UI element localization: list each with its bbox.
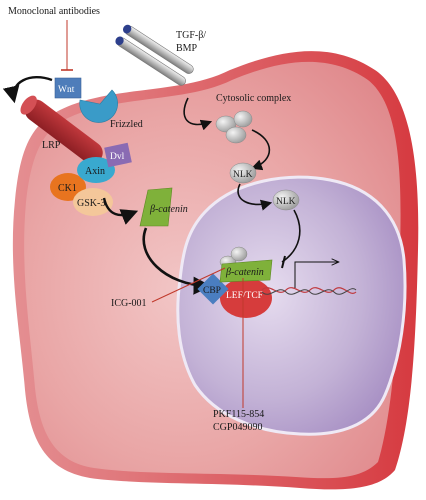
wnt-ligand: Wnt <box>54 77 82 99</box>
beta-catenin-cytoplasm <box>139 187 173 227</box>
destruction-to-catenin-arrow <box>102 197 139 225</box>
lrp-receptor <box>20 95 103 164</box>
lef-tcf-label: LEF/TCF <box>226 291 263 301</box>
nlk-nucleus-label: NLK <box>276 197 296 207</box>
nucleus-envelope <box>176 175 407 436</box>
lef-tcf-protein <box>220 278 272 318</box>
pkf115-854-label: PKF115-854 <box>213 409 264 420</box>
icg-001-label: ICG-001 <box>111 298 147 309</box>
icg-001-line <box>151 267 226 303</box>
lrp-label: LRP <box>42 140 61 151</box>
dna-strand-2 <box>261 288 357 295</box>
nlk-cytoplasm <box>229 162 257 184</box>
dvl-label: Dvl <box>110 152 125 162</box>
nuclear-transcription-complex: LEF/TCF CBP β-catenin <box>197 246 273 318</box>
complex-to-nlk-arrow <box>250 129 271 171</box>
dvl-protein <box>104 142 132 168</box>
gsk3-protein <box>73 188 113 216</box>
tgf-bmp-receptor <box>115 24 194 86</box>
nlk-translocation-arrow <box>237 183 273 211</box>
nucleus <box>176 175 407 436</box>
catenin-translocation-arrow <box>142 227 212 295</box>
frizzled-receptor <box>79 89 118 123</box>
grey-cofactor-2 <box>230 246 248 262</box>
tgf-bmp-label-line2: BMP <box>176 43 198 54</box>
beta-catenin-nuclear <box>219 259 273 283</box>
wnt-label: Wnt <box>58 85 75 95</box>
dna-strand-1 <box>261 287 357 294</box>
nlk-inhibition-bar <box>281 255 286 269</box>
nlk-cytoplasm-label: NLK <box>233 170 253 180</box>
cbp-label: CBP <box>203 286 221 296</box>
nlk-nucleus <box>272 189 300 211</box>
transcription-start-arrow <box>294 262 338 288</box>
nlk-inhibition-line <box>281 209 301 263</box>
cytosolic-complex <box>215 110 253 144</box>
beta-catenin-nuclear-label: β-catenin <box>225 267 264 278</box>
beta-catenin-label: β-catenin <box>149 204 188 215</box>
tgf-to-complex-arrow <box>183 97 213 131</box>
axin-label: Axin <box>85 166 105 177</box>
cytosolic-complex-label: Cytosolic complex <box>216 93 291 104</box>
frizzled-label: Frizzled <box>110 119 143 130</box>
cgp049090-label: CGP049090 <box>213 422 262 433</box>
wnt-lrp-arrow <box>2 76 53 104</box>
monoclonal-antibodies-label: Monoclonal antibodies <box>8 6 100 17</box>
axin-protein <box>77 157 115 183</box>
gsk3-label: GSK-3 <box>77 198 105 209</box>
tgf-bmp-label-line1: TGF-β/ <box>176 30 206 41</box>
ck1-label: CK1 <box>58 183 77 194</box>
